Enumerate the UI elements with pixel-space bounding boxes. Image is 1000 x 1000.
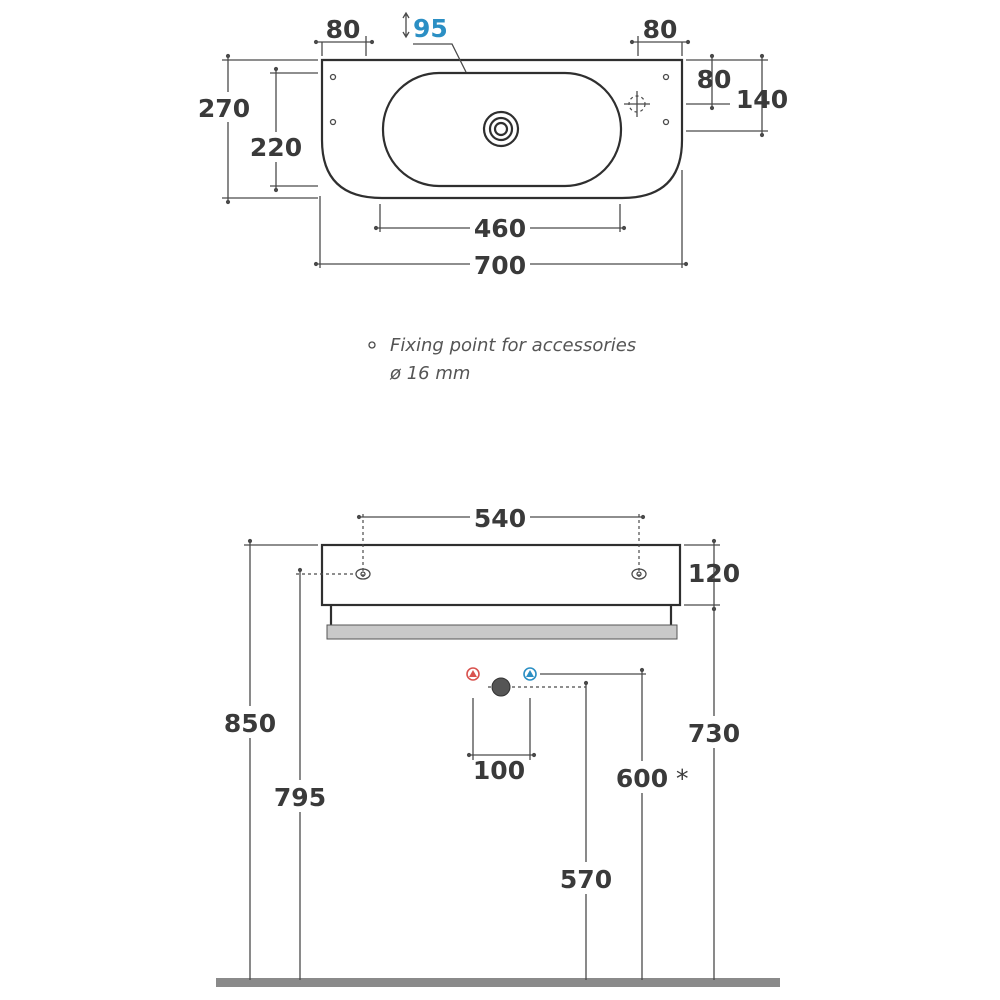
dim-label: 730 [688, 719, 740, 748]
dim-overall-depth-270: 270 [196, 53, 318, 205]
dim-right-hole-spacing-80: 540 80 [686, 53, 732, 111]
legend-line-2: ø 16 mm [389, 363, 470, 384]
bowl-outline [381, 71, 623, 188]
dim-label: 80 [643, 15, 678, 44]
dim-label: 540 [474, 504, 526, 533]
legend-line-1: Fixing point for accessories [390, 335, 636, 356]
dim-right-80: 80 [629, 15, 691, 56]
dim-label: 120 [688, 559, 740, 588]
dim-bowl-depth-95: 95 [402, 11, 467, 73]
dim-fixing-height-795: 795 [272, 567, 356, 980]
dim-waste-height-570: 570 [558, 680, 614, 980]
dim-fixing-spacing-540: 540 [356, 502, 646, 580]
dim-tap-spacing-100: 100 [466, 698, 537, 785]
dim-supply-height-600: 600 * [540, 667, 689, 980]
dim-label: 600 [616, 764, 668, 793]
drain-icon [482, 110, 520, 148]
dim-bowl-220: 220 [248, 66, 318, 193]
dim-label: 220 [250, 133, 302, 162]
fixing-point-icons [329, 73, 670, 126]
dim-label: 270 [198, 94, 250, 123]
legend: Fixing point for accessories ø 16 mm [368, 335, 636, 384]
dim-bottom-height-730: 730 [686, 606, 742, 980]
dim-label: 795 [274, 783, 326, 812]
dim-left-80: 80 [313, 15, 375, 56]
dim-label: 100 [473, 756, 525, 785]
supply-note-asterisk: * [676, 764, 689, 793]
dim-right-total-140: 140 [686, 53, 788, 138]
basin-outline-top [320, 58, 684, 200]
dim-label: 570 [560, 865, 612, 894]
dim-label: 80 [697, 65, 732, 94]
dim-label: 460 [474, 214, 526, 243]
top-view: 80 95 80 540 80 140 [196, 11, 788, 280]
cold-water-icon [523, 667, 537, 681]
dim-label: 95 [413, 14, 448, 43]
front-view: 540 120 850 795 [216, 502, 780, 987]
hot-water-icon [466, 667, 480, 681]
dim-overall-width-700: 700 [313, 170, 689, 280]
dim-label: 80 [326, 15, 361, 44]
towel-bar [326, 624, 678, 640]
dim-basin-height-120: 120 [684, 538, 740, 612]
waste-outlet-icon [488, 677, 586, 697]
basin-outline-front [320, 543, 682, 607]
floor [216, 978, 780, 987]
dim-rim-height-850: 850 [222, 538, 318, 980]
tap-hole-icon [624, 91, 650, 117]
dim-label: 700 [474, 251, 526, 280]
fixing-point-icon [368, 341, 376, 349]
dim-label: 850 [224, 709, 276, 738]
dim-label: 140 [736, 85, 788, 114]
dim-bowl-width-460: 460 [373, 204, 627, 243]
